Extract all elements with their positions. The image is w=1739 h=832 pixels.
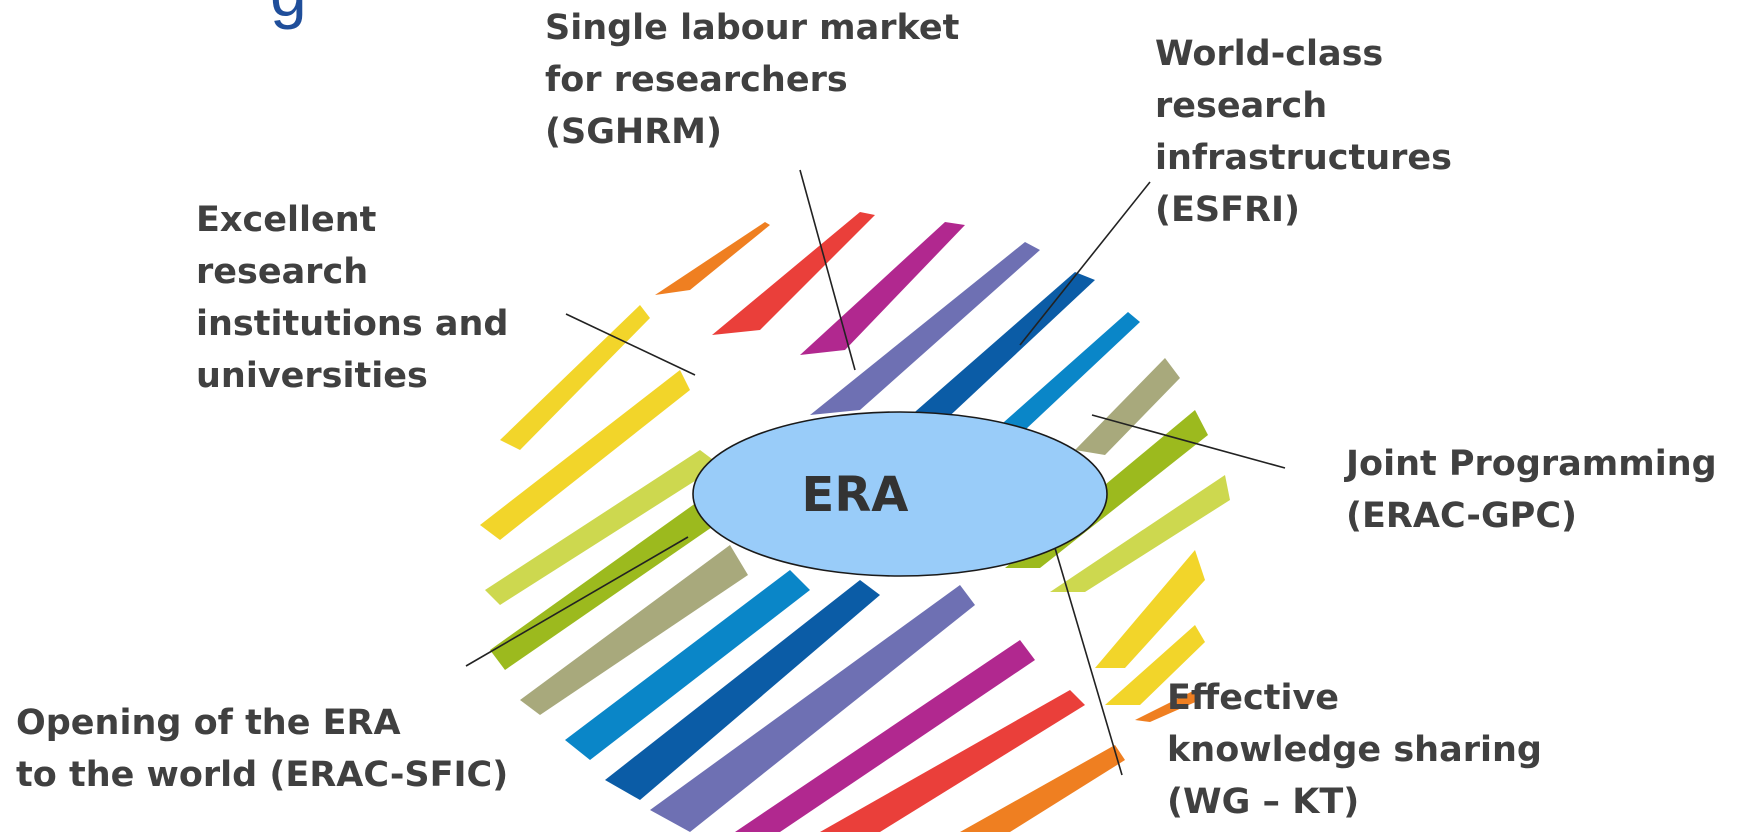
label-opening-line-1: Opening of the ERA (16, 703, 401, 743)
stripe-khaki (1075, 358, 1180, 455)
cut-off-title-fragment: g (270, 0, 307, 26)
label-sghrm: Single labour market for researchers (SG… (545, 2, 959, 158)
stripe-yellow (480, 370, 690, 540)
stripe-orange (960, 745, 1125, 832)
label-esfri-line-3: infrastructures (1155, 138, 1452, 178)
leader-lines (465, 169, 1286, 776)
stripe-orange (655, 222, 770, 295)
stripe-lime (485, 450, 720, 605)
leader-opening (465, 536, 689, 667)
stripe-red (712, 212, 875, 335)
label-sghrm-line-2: for researchers (545, 60, 848, 100)
label-excellent-line-4: universities (196, 356, 428, 396)
stripe-magenta (735, 640, 1035, 832)
label-opening-line-2: to the world (ERAC-SFIC) (16, 755, 509, 795)
stripe-pattern (480, 212, 1230, 832)
label-joint-line-2: (ERAC-GPC) (1346, 496, 1578, 536)
label-sghrm-line-3: (SGHRM) (545, 112, 722, 152)
stripe-blue (565, 570, 810, 760)
stripe-khaki (520, 545, 748, 715)
label-joint-line-1: Joint Programming (1346, 444, 1717, 484)
label-excellent-line-3: institutions and (196, 304, 509, 344)
label-knowledge-line-2: knowledge sharing (1167, 730, 1542, 770)
label-excellent: Excellent research institutions and univ… (196, 194, 508, 402)
stripe-blue (995, 312, 1140, 430)
label-excellent-line-2: research (196, 252, 369, 292)
label-knowledge-line-1: Effective (1167, 678, 1340, 718)
stripe-navy (900, 272, 1095, 425)
label-esfri: World-class research infrastructures (ES… (1155, 28, 1452, 236)
leader-knowledge (1054, 547, 1123, 776)
label-opening: Opening of the ERA to the world (ERAC-SF… (16, 697, 508, 801)
stripe-violet (650, 585, 975, 832)
stripe-lime (1050, 475, 1230, 592)
stripe-navy (605, 580, 880, 800)
stripe-red (820, 690, 1085, 832)
stripe-yellow (1095, 550, 1205, 668)
label-knowledge: Effective knowledge sharing (WG – KT) (1167, 672, 1542, 828)
label-excellent-line-1: Excellent (196, 200, 377, 240)
label-esfri-line-2: research (1155, 86, 1328, 126)
stripe-violet (810, 242, 1040, 415)
label-esfri-line-1: World-class (1155, 34, 1384, 74)
label-sghrm-line-1: Single labour market (545, 8, 960, 48)
leader-excellent (565, 313, 696, 376)
era-label: ERA (801, 467, 909, 523)
era-ellipse (692, 411, 1108, 577)
stripe-yellow (1105, 625, 1205, 705)
stripe-yellow (500, 305, 650, 450)
leader-joint (1091, 414, 1286, 469)
leader-esfri (1019, 181, 1151, 346)
label-knowledge-line-3: (WG – KT) (1167, 782, 1360, 822)
stripe-orange (1135, 690, 1200, 722)
label-esfri-line-4: (ESFRI) (1155, 190, 1300, 230)
leader-sghrm (799, 169, 856, 371)
label-joint: Joint Programming (ERAC-GPC) (1346, 438, 1717, 542)
stripe-green (490, 500, 715, 670)
